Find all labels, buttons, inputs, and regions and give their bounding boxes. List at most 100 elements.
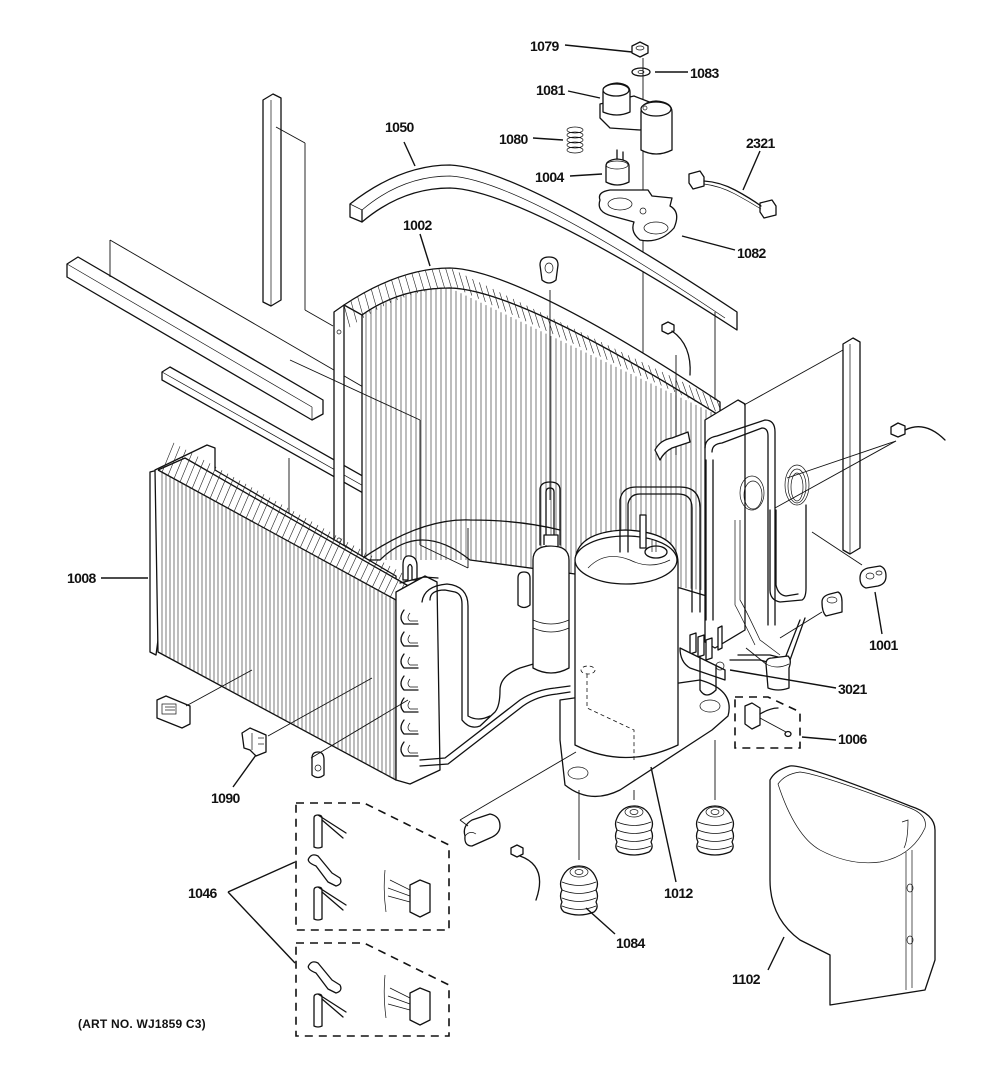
coil-hatch (245, 490, 259, 519)
callout-1050: 1050 (385, 119, 414, 135)
coil-hatch (648, 365, 655, 383)
coil-hatch (458, 272, 466, 293)
clip-part (811, 531, 887, 589)
coil-hatch (323, 535, 337, 562)
coil-hatch (560, 322, 567, 341)
callout-1083: 1083 (690, 65, 719, 81)
coil-hatch (553, 318, 561, 338)
coil-hatch (203, 466, 217, 496)
coil-hatch (179, 453, 193, 483)
coil-hatch (600, 341, 608, 360)
return-bend-inner (407, 612, 418, 622)
tube-sleeve-part (463, 813, 501, 847)
coil-hatch (431, 268, 439, 290)
coil-hatch (411, 272, 418, 294)
coil-hatch (370, 288, 378, 310)
return-bend (400, 653, 419, 669)
clip-part-top (399, 555, 439, 584)
callout-1090: 1090 (211, 790, 240, 806)
callout-1084: 1084 (616, 935, 645, 951)
coil-hatch (347, 548, 361, 575)
coil-hatch (702, 391, 709, 409)
coil-hatch (634, 358, 642, 376)
fitting-part (539, 256, 559, 284)
coil-hatch (438, 268, 446, 289)
coil-hatch (173, 449, 187, 479)
thermistor-part (744, 702, 792, 738)
coil-hatch (621, 351, 628, 370)
sensor-kit-2 (307, 961, 431, 1028)
right-tube-assembly (679, 399, 810, 696)
coil-hatch (675, 378, 682, 396)
vertical-seal-strip-right (842, 337, 861, 555)
coil-hatch (391, 279, 398, 301)
wire-harness-part (688, 170, 777, 219)
coil-hatch (492, 288, 500, 309)
evaporator-coil-part (149, 442, 571, 785)
coil-hatch (275, 507, 289, 536)
callout-2321: 2321 (746, 135, 775, 151)
coil-hatch (526, 305, 534, 325)
coil-hatch (573, 328, 581, 348)
coil-hatch (215, 473, 229, 503)
coil-hatch (317, 531, 331, 559)
coil-hatch (397, 276, 405, 298)
coil-hatch (607, 345, 615, 364)
coil-hatch (209, 470, 223, 499)
coil-hatch (233, 483, 247, 512)
condenser-coil-part (333, 267, 723, 601)
coil-hatch (384, 281, 391, 303)
callout-1079: 1079 (530, 38, 559, 54)
sensor-kit-1 (307, 814, 431, 921)
return-bend-inner (407, 656, 418, 666)
coil-hatch (587, 335, 594, 354)
sleeve-part (517, 571, 531, 609)
return-bend (400, 675, 419, 691)
coil-hatch (371, 562, 385, 588)
grommet-part (695, 805, 735, 856)
return-bend-inner (407, 744, 418, 754)
tube-clip-part (311, 751, 325, 779)
mounting-bracket-part (598, 189, 678, 242)
coil-hatch (161, 442, 175, 473)
coil-hatch (185, 456, 199, 486)
return-bend-inner (407, 722, 418, 732)
coil-hatch (257, 497, 271, 526)
leader-lines (101, 44, 883, 971)
plunger-part (605, 149, 630, 186)
coil-hatch (682, 381, 689, 399)
coil-hatch (365, 559, 379, 585)
coil-hatch (281, 511, 295, 539)
coil-hatch (424, 269, 432, 291)
coil-hatch (377, 285, 385, 307)
coil-hatch (479, 282, 486, 303)
callout-1081: 1081 (536, 82, 565, 98)
return-bend (400, 631, 419, 647)
coil-hatch (580, 332, 588, 351)
coil-hatch (353, 552, 367, 578)
compressor-part (559, 486, 730, 797)
top-seal-strip-part (349, 164, 738, 331)
return-bend-inner (407, 700, 418, 710)
coil-hatch (641, 361, 649, 380)
left-bracket-part (156, 695, 191, 729)
coil-hatch (343, 304, 351, 328)
coil-hatch (364, 292, 371, 314)
return-bend (400, 609, 419, 625)
spring-part (566, 126, 584, 154)
coil-hatch (709, 395, 716, 412)
coil-hatch (533, 308, 540, 328)
callout-1082: 1082 (737, 245, 766, 261)
coil-hatch (472, 278, 479, 299)
callout-1046: 1046 (188, 885, 217, 901)
wire-plug-part (510, 844, 541, 901)
coil-hatch (263, 500, 277, 529)
coil-hatch (539, 312, 547, 331)
coil-hatch (350, 300, 358, 323)
callout-1008: 1008 (67, 570, 96, 586)
coil-hatch (293, 518, 307, 545)
coil-hatch (404, 274, 412, 296)
coil-hatch (627, 355, 635, 373)
coil-hatch (221, 476, 235, 506)
art-number: (ART NO. WJ1859 C3) (78, 1017, 206, 1031)
